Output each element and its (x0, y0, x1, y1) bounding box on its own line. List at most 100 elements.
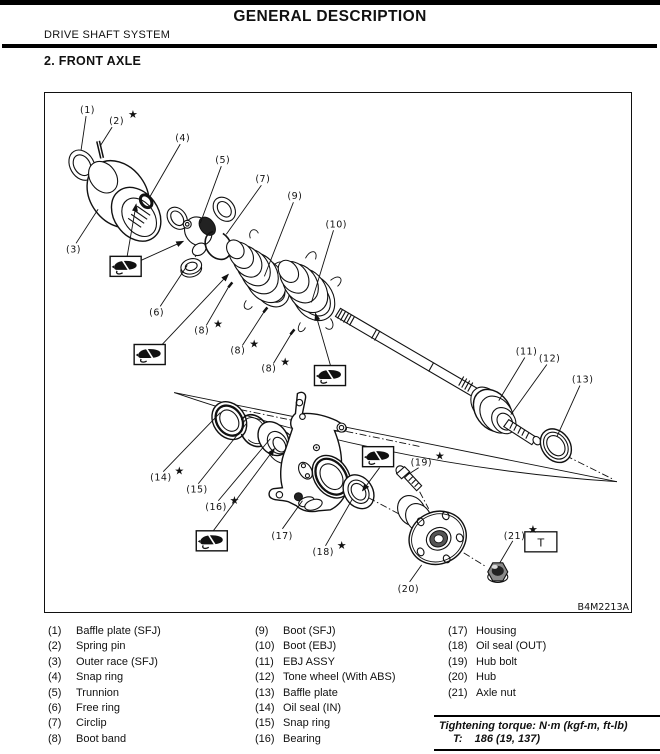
torque-note: Tightening torque: N·m (kgf-m, ft-lb) T:… (434, 715, 660, 751)
part-name: Snap ring (283, 717, 331, 730)
circlip (204, 230, 233, 261)
hub-bolt (368, 465, 485, 567)
part-number: (6) (48, 701, 62, 714)
part-item: (4) Snap ring (48, 670, 161, 685)
part-number: (1) (48, 625, 62, 637)
parts-list-column-3: (17)Housing(18) Oil seal (OUT) (19)Hub bol… (448, 624, 546, 701)
parts-list-column-1: (1)Baffle plate (SFJ)(2)Spring pin(3)Out… (48, 624, 161, 747)
part-number: (9) (255, 625, 269, 637)
part-name: Baffle plate (SFJ) (76, 625, 161, 637)
part-item: (1) Baffle plate (SFJ) (48, 624, 161, 639)
free-ring (180, 258, 203, 278)
star-icon: ★ (528, 523, 538, 536)
torque-note-title: Tightening torque: N·m (kgf-m, ft-lb) (439, 720, 628, 732)
axle-nut (487, 562, 509, 583)
part-item: (21)Axle nut (448, 686, 546, 701)
part-callout: (3) (66, 244, 81, 255)
torque-symbol: T (536, 536, 544, 549)
part-item: (3) Outer race (SFJ) (48, 655, 161, 670)
part-number: (10) (255, 640, 275, 653)
part-number: (21) (448, 686, 468, 699)
part-number: (14) (255, 701, 275, 714)
part-callout: (19) (411, 458, 433, 469)
boot-band-mark (227, 281, 234, 289)
system-title: DRIVE SHAFT SYSTEM (44, 29, 171, 41)
part-item: (16) Bearing (255, 732, 396, 747)
part-callout: (8) (261, 364, 276, 375)
part-callout: (18) (312, 547, 334, 558)
part-item: (19)Hub bolt (448, 655, 546, 670)
part-name: Trunnion (76, 686, 120, 699)
part-callout: (20) (398, 584, 420, 595)
oil-seal-in (211, 401, 248, 441)
boot-ebj (277, 251, 342, 336)
part-name: Housing (476, 625, 517, 637)
part-number: (20) (448, 671, 468, 684)
part-number: (5) (48, 686, 62, 699)
grease-icon (133, 343, 167, 366)
hub (397, 495, 467, 566)
part-number: (11) (255, 655, 274, 668)
axle-shaft (334, 307, 484, 401)
star-icon: ★ (249, 337, 259, 350)
grease-icon (313, 364, 347, 387)
torque-symbol-box: T (524, 531, 558, 553)
part-callout: (1) (80, 105, 95, 116)
grease-icon (361, 445, 395, 468)
part-name: Bearing (283, 732, 321, 745)
star-icon: ★ (174, 465, 184, 478)
part-number: (3) (48, 655, 62, 668)
star-icon: ★ (128, 108, 138, 121)
part-name: Oil seal (IN) (283, 701, 342, 714)
part-name: Outer race (SFJ) (76, 655, 158, 668)
housing-knuckle (268, 391, 352, 513)
part-name: Boot band (76, 732, 127, 745)
part-callout: (8) (194, 325, 209, 336)
part-callout: (14) (150, 473, 172, 484)
part-number: (16) (255, 732, 275, 745)
baffle-plate (539, 428, 573, 464)
part-item: (8)Boot band (48, 732, 161, 747)
part-name: Hub (476, 671, 497, 684)
part-callout: (16) (205, 502, 227, 513)
grease-icon (109, 255, 142, 278)
section-title: 2. FRONT AXLE (44, 54, 142, 68)
part-item: (5) Trunnion (48, 686, 161, 701)
torque-note-symbol: T: (453, 733, 463, 745)
part-item: (20) Hub (448, 670, 546, 685)
spline-hatch (127, 205, 151, 228)
part-name: Oil seal (OUT) (476, 640, 547, 653)
part-name: Snap ring (76, 671, 124, 684)
part-callout: (9) (287, 191, 302, 202)
ball-joint-detail (293, 492, 323, 511)
grease-icons (109, 203, 395, 552)
part-number: (7) (48, 717, 62, 730)
page-top-bar (0, 0, 660, 5)
part-item: (6) Free ring (48, 701, 161, 716)
part-number: (18) (448, 640, 468, 653)
part-item: (15)Snap ring (255, 716, 396, 731)
part-callout: (13) (572, 375, 594, 386)
part-number: (13) (255, 686, 275, 699)
part-number: (4) (48, 671, 62, 684)
part-item: (17)Housing (448, 624, 546, 639)
leader-lines (75, 116, 581, 583)
part-name: Boot (EBJ) (283, 640, 337, 653)
part-item: (14) Oil seal (IN) (255, 701, 396, 716)
part-callout: (21) (504, 531, 526, 542)
part-name: Baffle plate (283, 686, 338, 699)
part-item: (13) Baffle plate (255, 686, 396, 701)
part-callout: (17) (271, 531, 293, 542)
part-callout: (15) (186, 485, 208, 496)
part-item: (18) Oil seal (OUT) (448, 639, 546, 654)
part-name: EBJ ASSY (283, 655, 335, 668)
part-item: (9)Boot (SFJ) (255, 624, 396, 639)
part-name: Circlip (76, 717, 107, 730)
part-name: Free ring (76, 701, 121, 714)
part-callout: (5) (215, 155, 230, 166)
part-callout: (8) (230, 346, 245, 357)
part-number: (2) (48, 640, 62, 653)
part-name: Hub bolt (476, 655, 517, 668)
trunnion (166, 196, 237, 257)
